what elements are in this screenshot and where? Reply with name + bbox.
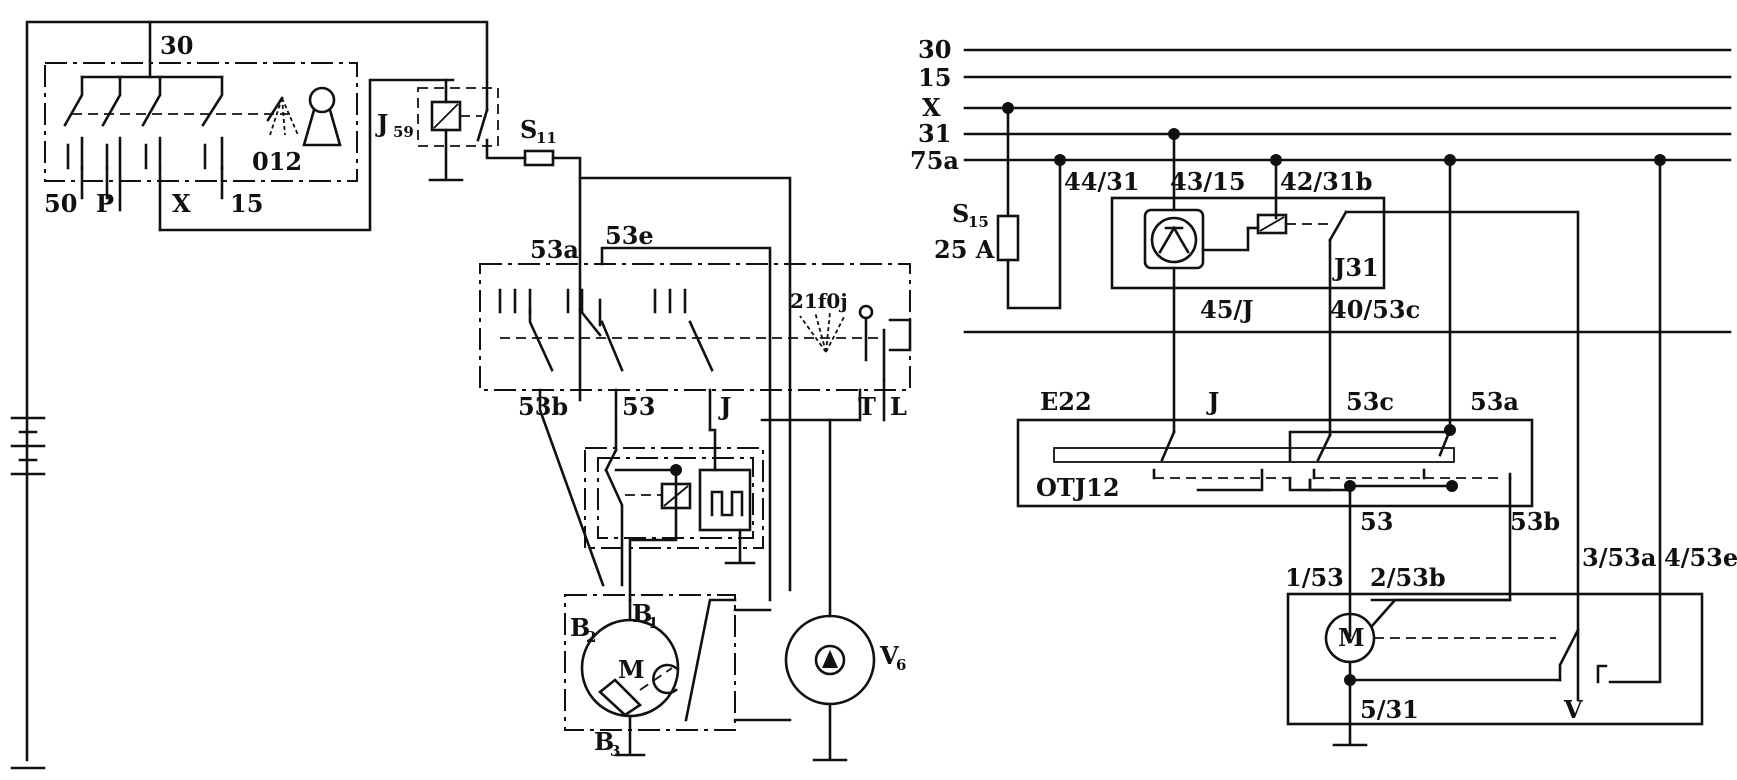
switch-terminal-53: 53	[622, 392, 655, 421]
motor-pin-3-53a: 3/53a	[1582, 543, 1656, 572]
rail-31-label: 31	[918, 119, 951, 148]
pump-v6-label: V	[879, 641, 899, 670]
battery-symbol	[10, 416, 46, 476]
rail-x-label: X	[922, 93, 941, 122]
combo-terminal-53: 53	[1360, 507, 1393, 536]
combo-otj12-label: OTJ12	[1036, 473, 1120, 502]
motor-right-letter: M	[1338, 623, 1365, 652]
switch-terminal-l: L	[890, 392, 907, 421]
ignition-switch: 30 50 P X 15 012	[44, 20, 455, 232]
combo-e22-label: E22	[1040, 387, 1092, 416]
motor-pin-1-53: 1/53	[1285, 563, 1344, 592]
fuse-s15: S 15 25 A	[934, 102, 1066, 310]
fuse-s15-rating: 25 A	[934, 235, 995, 264]
combo-terminal-53a: 53a	[1470, 387, 1519, 416]
feed-wire	[25, 20, 489, 762]
relay-j59-sub: 59	[393, 123, 414, 141]
right-circuit: 30 15 X 31 75a S 15 25 A	[910, 35, 1737, 747]
fuse-s15-sub: 15	[968, 213, 989, 231]
module-pin-40-53c: 40/53c	[1330, 295, 1420, 324]
rail-30-label: 30	[918, 35, 951, 64]
motor-left-b3: B	[594, 727, 614, 756]
motor-left-b1: B	[632, 599, 652, 628]
combo-terminal-53b: 53b	[1510, 507, 1560, 536]
interval-relay	[584, 428, 764, 602]
module-pin-45-j: 45/J	[1200, 295, 1254, 324]
ignition-terminal-30: 30	[160, 31, 193, 60]
wiper-switch: 53a 53e 53b 53 J T L 21f0j	[479, 176, 912, 602]
motor-pin-5-31: 5/31	[1360, 695, 1419, 724]
motor-left-b3-sub: 3	[610, 742, 620, 760]
motor-left-b1-sub: 1	[648, 614, 658, 632]
combination-switch-e22: E22 OTJ12 J 53c 53a 53 53b	[1016, 154, 1560, 638]
motor-pin-4-53e: 4/53e	[1664, 543, 1737, 572]
switch-positions: 21f0j	[790, 289, 848, 313]
fuse-s11-sub: 11	[536, 129, 557, 147]
wiper-motor-left: M B 1 B 2 B 3	[564, 594, 792, 760]
ignition-positions: 012	[252, 147, 302, 176]
module-pin-44-31: 44/31	[1064, 167, 1140, 196]
motor-right-name: V	[1563, 695, 1583, 724]
switch-terminal-t: T	[858, 392, 876, 421]
relay-j59-label: J	[375, 109, 388, 138]
switch-terminal-53e: 53e	[605, 221, 654, 250]
fuse-s15-label: S	[952, 199, 969, 228]
ignition-terminal-50: 50	[44, 189, 77, 218]
module-pin-43-15: 43/15	[1170, 167, 1246, 196]
fuse-s11-label: S	[520, 115, 537, 144]
motor-left-b2: B	[570, 613, 590, 642]
left-circuit: 30 50 P X 15 012 J 59 S 11	[10, 20, 912, 770]
control-module-j31: 44/31 43/15 42/31b 45/J 40/53c J31	[1064, 128, 1580, 702]
rail-75a-label: 75a	[910, 146, 959, 175]
combo-terminal-j: J	[1206, 387, 1219, 416]
switch-terminal-53b: 53b	[518, 392, 568, 421]
switch-terminal-53a: 53a	[530, 235, 579, 264]
motor-left-letter: M	[618, 655, 645, 684]
fuse-s11: S 11	[520, 115, 582, 402]
switch-terminal-j: J	[718, 392, 731, 421]
combo-terminal-53c: 53c	[1346, 387, 1394, 416]
rail-15-label: 15	[918, 63, 951, 92]
module-relay-j31: J31	[1332, 253, 1379, 282]
washer-pump-v6: V 6	[784, 418, 906, 762]
pump-v6-sub: 6	[896, 656, 906, 674]
ignition-terminal-x: X	[172, 189, 191, 218]
ignition-terminal-p: P	[96, 189, 114, 218]
relay-j59: J 59	[375, 78, 527, 182]
wiper-motor-right: M 1/53 2/53b 3/53a 4/53e 5/31 V	[1285, 154, 1737, 747]
ignition-terminal-15: 15	[230, 189, 263, 218]
motor-pin-2-53b: 2/53b	[1370, 563, 1446, 592]
module-pin-42-31b: 42/31b	[1280, 167, 1372, 196]
bus-rails: 30 15 X 31 75a	[910, 35, 1732, 334]
motor-left-b2-sub: 2	[586, 628, 596, 646]
